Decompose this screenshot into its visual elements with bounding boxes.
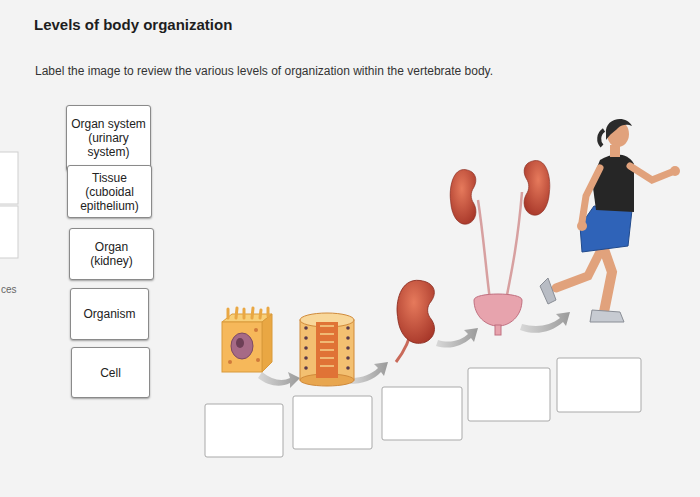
label-tile: Tissue (cuboidal epithelium) — [67, 165, 152, 218]
instruction: Label the image to review the various le… — [35, 64, 493, 78]
tile-text: Cell — [97, 366, 124, 380]
title: Levels of body organization — [34, 16, 232, 33]
urinary-system-illustration — [450, 161, 550, 335]
side-tab-label: ces — [1, 284, 17, 295]
label-tile: Organism — [70, 288, 149, 340]
tile-text: Organ system (urinary system) — [67, 117, 150, 159]
tissue-illustration — [300, 313, 354, 386]
cell-illustration — [222, 308, 272, 372]
tile-text: Organ (kidney) — [70, 240, 153, 268]
tile-text: Organism — [80, 307, 138, 321]
tile-text: Tissue (cuboidal epithelium) — [68, 171, 151, 213]
side-tabs — [0, 152, 18, 258]
runner-illustration — [540, 119, 680, 322]
label-tile: Organ (kidney) — [69, 228, 154, 280]
label-tile: Cell — [71, 347, 150, 398]
kidney-illustration — [396, 280, 434, 362]
drop-targets — [205, 358, 641, 457]
label-tile: Organ system (urinary system) — [66, 105, 151, 171]
